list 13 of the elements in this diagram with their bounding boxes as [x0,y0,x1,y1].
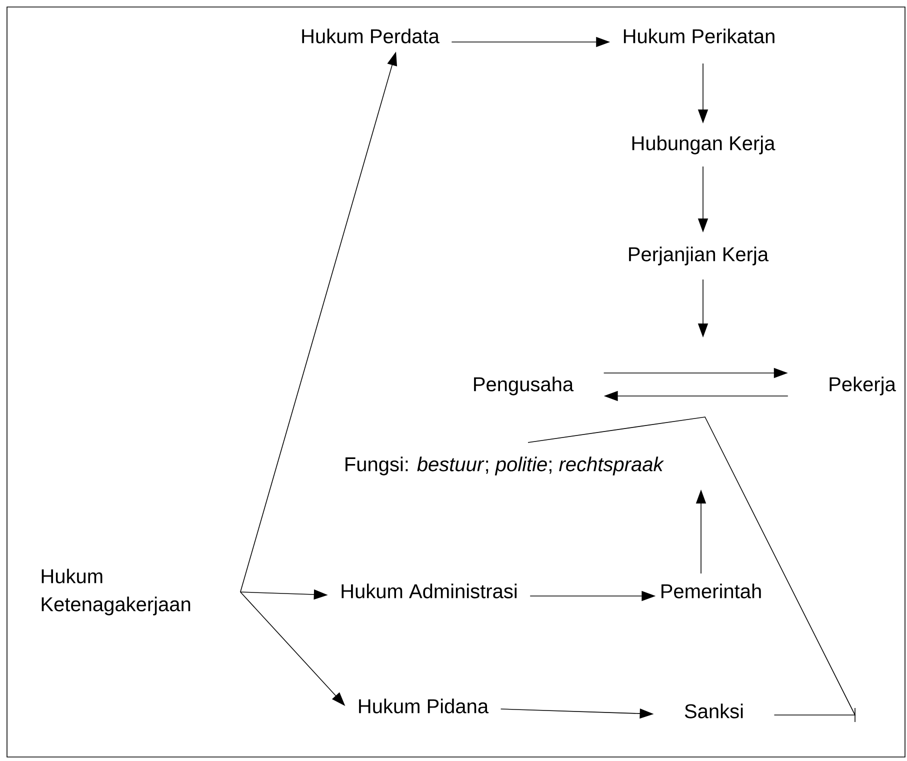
node-label: Hukum Perdata [302,28,440,44]
node-label: Pemerintah [662,584,761,598]
node-label: Pekerja [830,376,896,396]
node-label: Hubungan Kerja [632,136,776,154]
node-label: Hukum Ketenagakerjaan [42,568,190,616]
node-label: Hukum Administrasi [342,584,517,598]
node-label: Sanksi [684,704,743,718]
node-label: Pengusaha [474,376,574,396]
node-label: Fungsi: bestuur; politie; rechtspraak [346,456,664,476]
connector-line [528,416,856,716]
node-label: Hukum Perikatan [624,28,774,44]
node-label: Hukum Pidana [359,698,489,714]
node-label: Perjanjian Kerja [629,246,769,266]
